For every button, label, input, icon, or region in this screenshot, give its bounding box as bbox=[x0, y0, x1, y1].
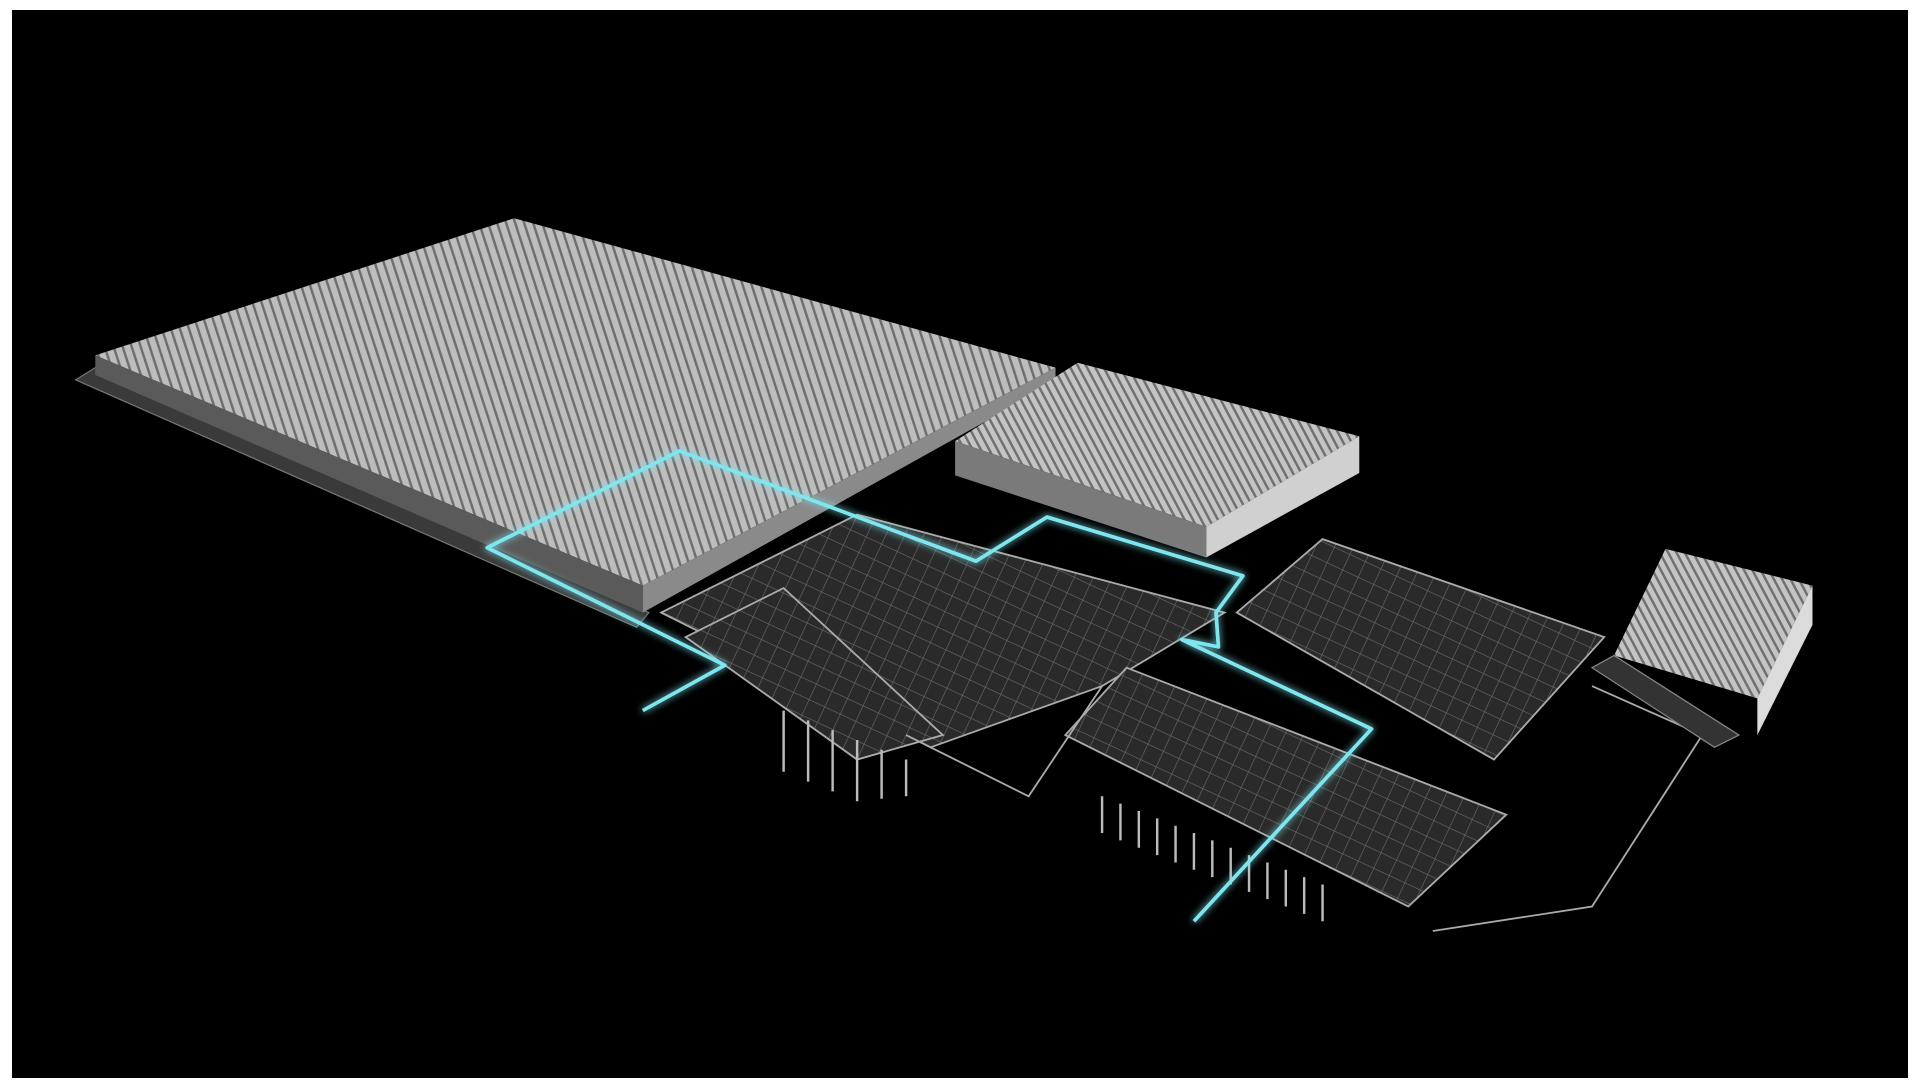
secondary-storage-rack-block bbox=[955, 362, 1360, 558]
main-storage-rack-block bbox=[74, 218, 1056, 629]
small-storage-rack-block bbox=[1590, 548, 1813, 749]
warehouse-render bbox=[12, 10, 1908, 1078]
loading-dock-area bbox=[782, 710, 1324, 922]
conveyor-sorting-area bbox=[659, 513, 1704, 932]
highlighted-flow-path bbox=[485, 449, 1374, 923]
warehouse-3d-view bbox=[74, 218, 1813, 932]
